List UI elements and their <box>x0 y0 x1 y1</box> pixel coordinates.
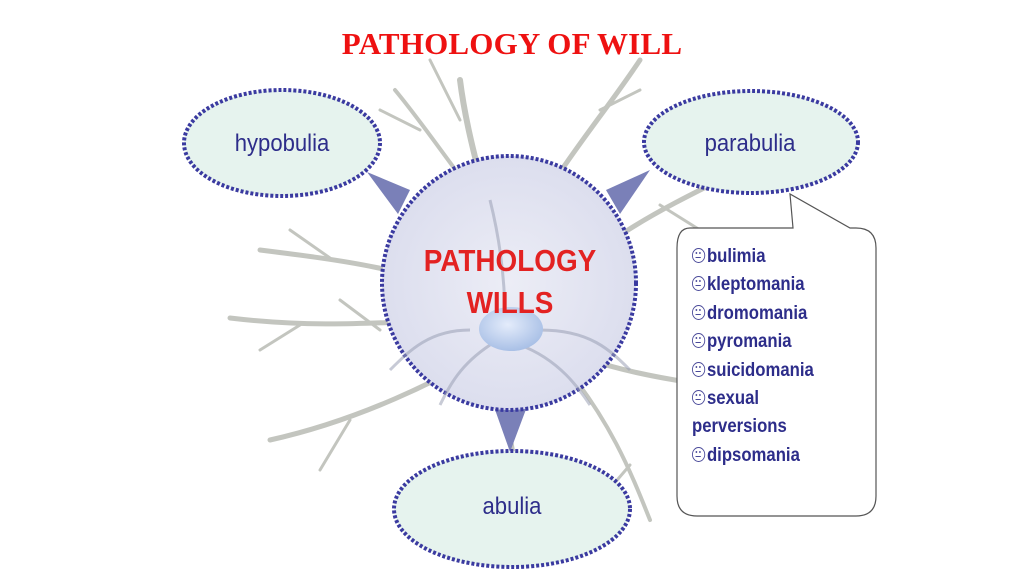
list-item: kleptomania <box>692 271 850 299</box>
hypobulia-bubble <box>182 88 382 198</box>
arrow-to-abulia <box>493 404 528 452</box>
neuron-inner-image <box>388 199 632 406</box>
list-item: bulimia <box>692 243 850 271</box>
neutral-face-icon <box>692 248 706 263</box>
slide-title: PATHOLOGY OF WILL <box>341 26 683 61</box>
abulia-bubble <box>392 449 632 569</box>
neutral-face-icon <box>692 333 706 349</box>
list-item: dromomania <box>692 300 850 328</box>
neutral-face-icon <box>692 304 706 320</box>
nucleus-icon <box>479 307 543 351</box>
abulia-label: abulia <box>482 493 542 520</box>
list-item: pyromania <box>692 328 850 356</box>
neutral-face-icon <box>692 276 706 292</box>
list-item: dipsomania <box>692 442 850 470</box>
parabulia-bubble <box>642 89 860 195</box>
arrow-to-hypobulia <box>367 172 410 214</box>
center-label: PATHOLOGY WILLS <box>402 240 618 324</box>
neutral-face-icon <box>692 446 706 462</box>
parabulia-label: parabulia <box>704 130 796 157</box>
center-label-line2: WILLS <box>466 285 554 320</box>
center-label-line1: PATHOLOGY <box>423 243 597 278</box>
neutral-face-icon <box>692 390 706 406</box>
hypobulia-label: hypobulia <box>234 130 330 157</box>
arrow-to-parabulia <box>606 170 650 214</box>
parabulia-callout-box <box>676 192 877 517</box>
central-circle <box>380 154 638 412</box>
parabulia-list: bulimia kleptomania dromomania pyromania… <box>692 243 872 470</box>
neutral-face-icon <box>692 361 706 377</box>
list-item: sexual perversions <box>692 388 787 438</box>
list-item: suicidomania <box>692 357 850 385</box>
